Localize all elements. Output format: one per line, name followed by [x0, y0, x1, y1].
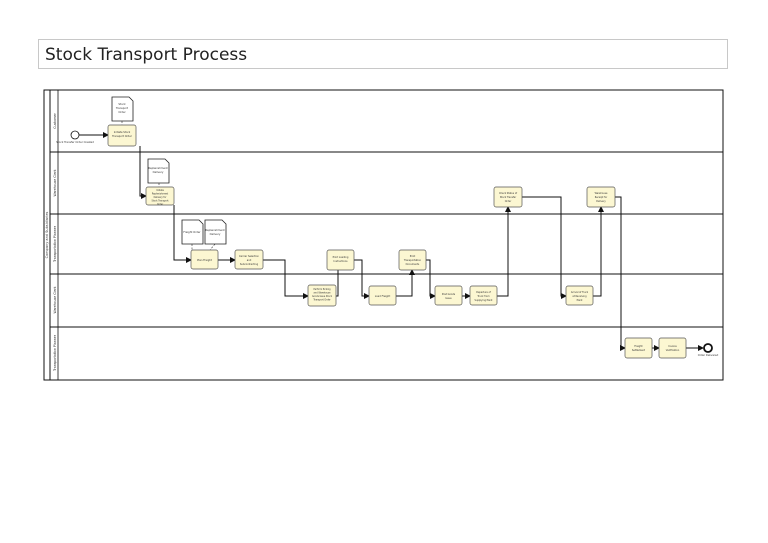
start-event[interactable]: Stock Transfer Order Created [56, 130, 94, 144]
flow-t1-t2 [139, 146, 147, 199]
start-event-label: Stock Transfer Order Created [56, 140, 94, 144]
flow-t10-t11 [497, 206, 511, 297]
sequence-flows [79, 132, 704, 351]
document-label-d3: Freight Order [183, 230, 201, 234]
flow-t13-t14 [615, 196, 626, 351]
page-title: Stock Transport Process [45, 45, 248, 65]
flow-t12-t13 [593, 206, 604, 297]
task-t7[interactable]: Load Freight [368, 285, 397, 306]
flow-t8-t9 [426, 259, 436, 299]
task-label-t7: Load Freight [375, 294, 390, 298]
flow-t4-t5 [263, 259, 309, 299]
lane-label-2: Warehouse Clerk [53, 169, 57, 196]
associations [121, 121, 216, 251]
flow-t7-t8 [396, 269, 415, 297]
lane-label-5: Transportation Planner [53, 334, 57, 372]
lanes: Customer Warehouse Clerk Transportation … [50, 90, 723, 380]
lane-label-4: Warehouse Clerk [53, 286, 57, 313]
document-d3[interactable]: Freight Order [181, 219, 204, 245]
flow-t6-t7 [354, 259, 370, 299]
lane-label-1: Customer [53, 113, 57, 129]
lane-label-3: Transportation Planner [53, 225, 57, 263]
task-t3[interactable]: Plan Freight [190, 249, 219, 270]
flow-t2-t3 [173, 205, 192, 263]
end-event-label: Order Delivered [698, 353, 719, 357]
title-box: Stock Transport Process [38, 39, 728, 69]
end-event[interactable]: Order Delivered [698, 343, 719, 357]
task-label-t3: Plan Freight [197, 258, 212, 262]
flow-t11-t12 [522, 196, 567, 299]
pool: Company and Subsidiaries [43, 89, 724, 381]
pool-label: Company and Subsidiaries [45, 212, 49, 259]
